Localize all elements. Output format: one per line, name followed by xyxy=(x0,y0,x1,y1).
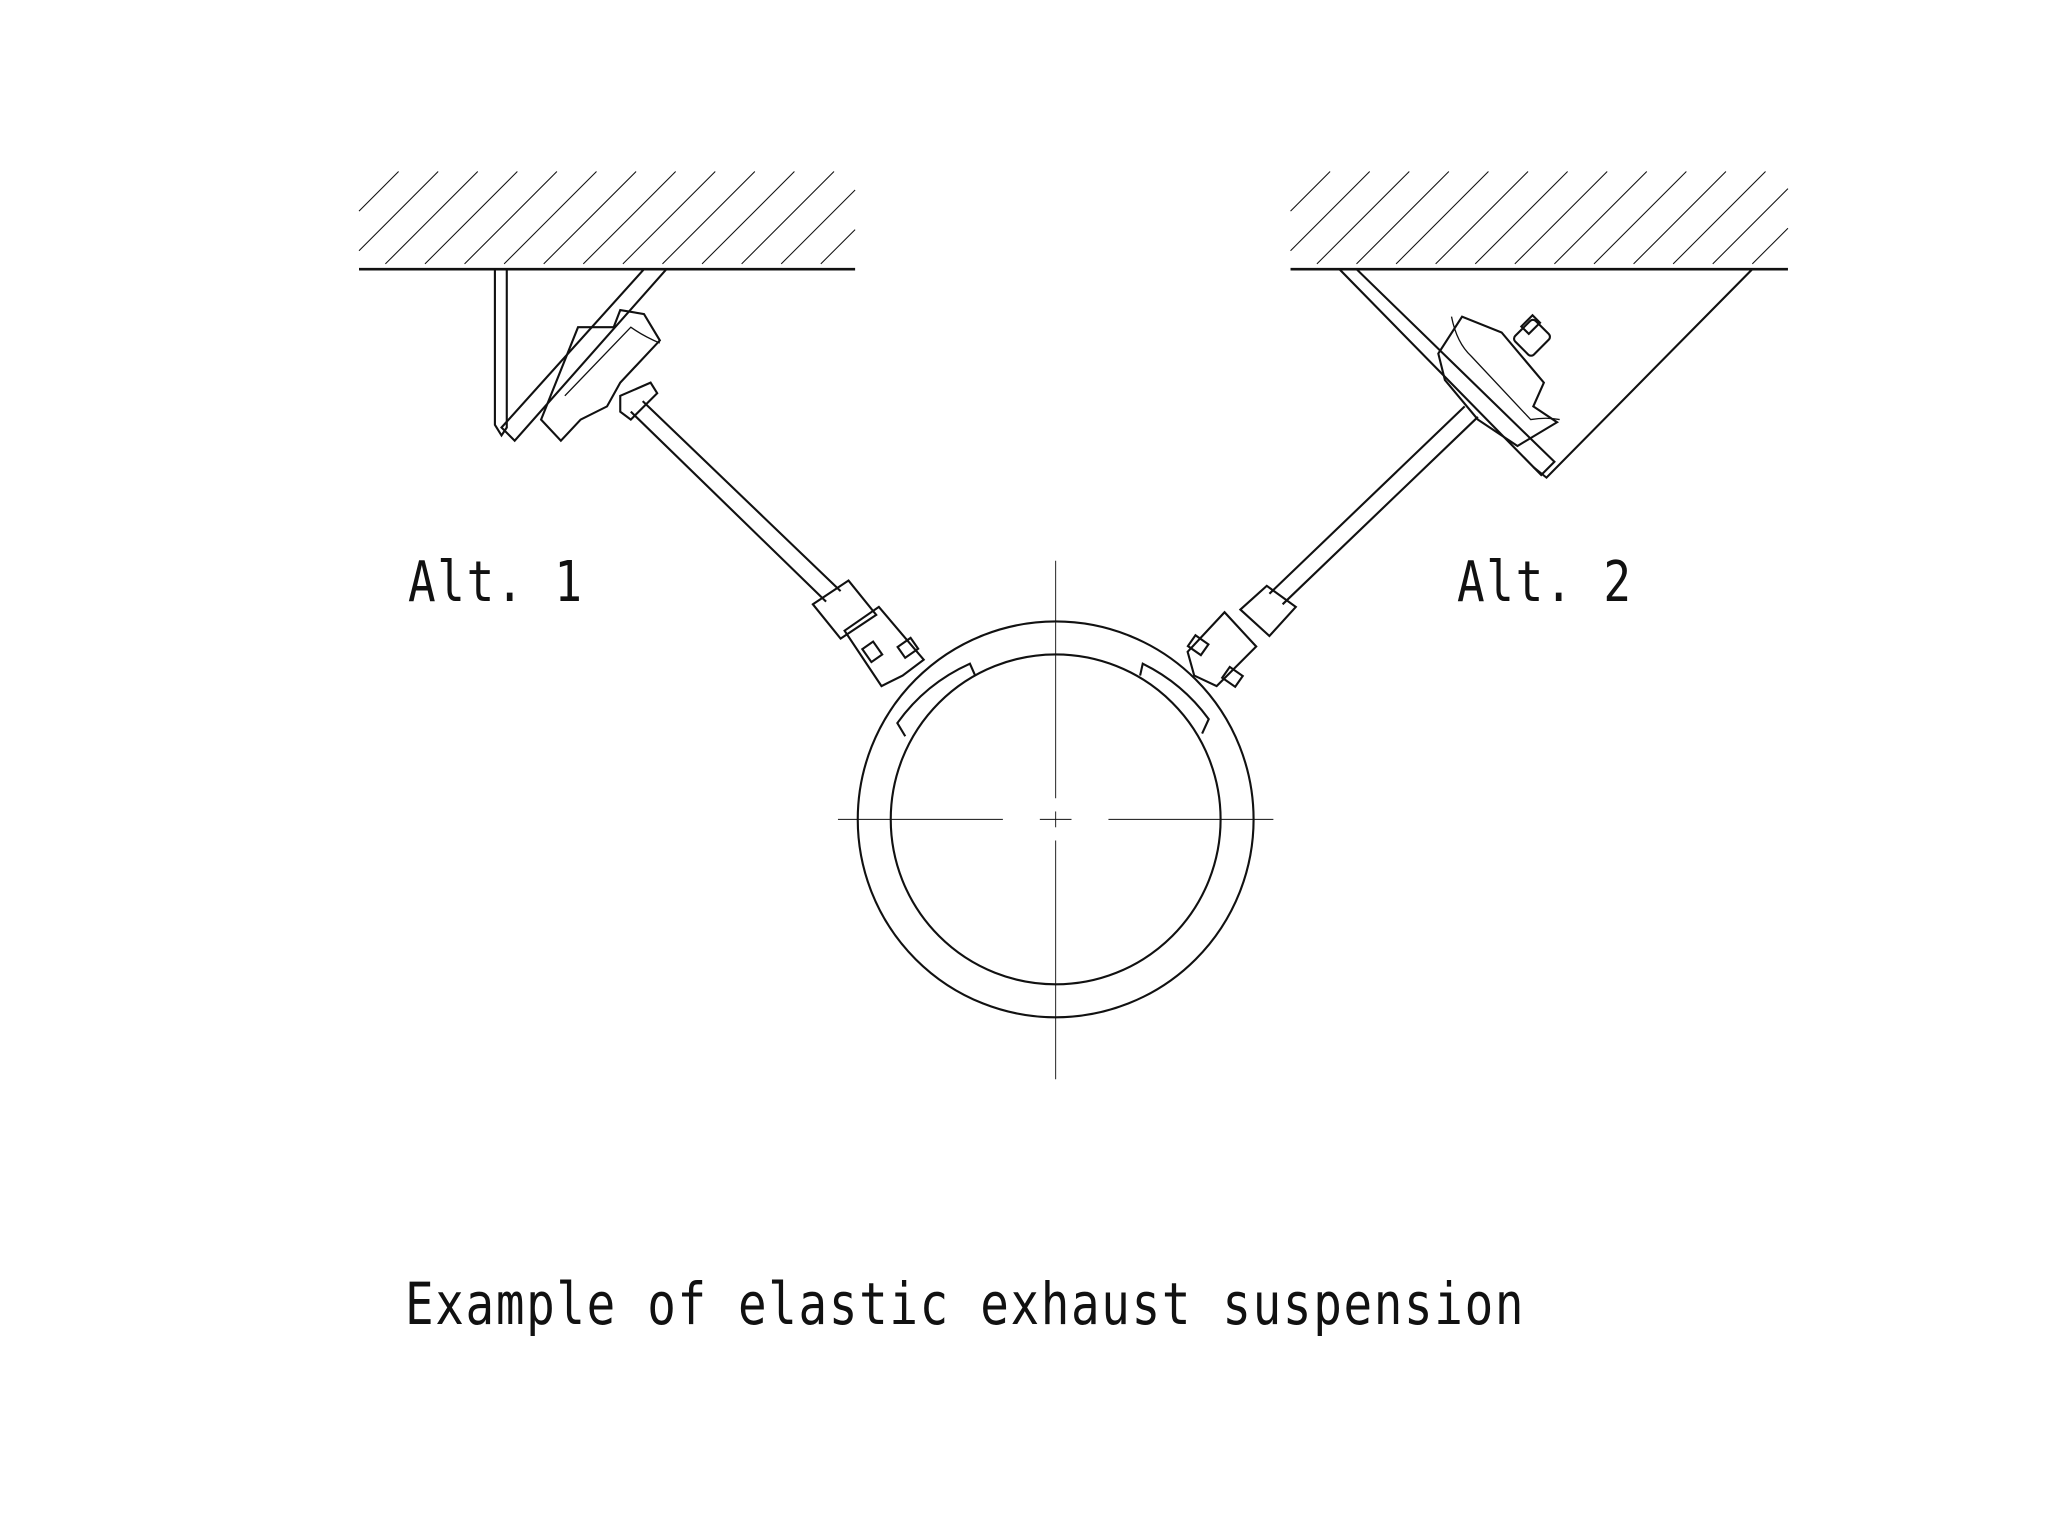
ceiling-right xyxy=(1290,171,1789,271)
hatch-line xyxy=(662,171,756,265)
caption: Example of elastic exhaust suspension xyxy=(405,1270,1526,1338)
center-lines xyxy=(837,560,1274,1080)
hatch-line xyxy=(1290,171,1371,252)
hatch-line xyxy=(424,171,518,265)
hatch-line xyxy=(1554,171,1648,265)
hatch-line xyxy=(543,171,637,265)
hatch-line xyxy=(1395,171,1489,265)
bracket-alt2 xyxy=(1336,268,1755,480)
hatch-line xyxy=(1356,171,1450,265)
hatch-line xyxy=(741,171,835,265)
hatch-line xyxy=(820,229,856,265)
ceiling-left xyxy=(358,171,856,271)
hatch-line xyxy=(1712,188,1789,265)
clamp-right xyxy=(1139,662,1210,735)
hatch-line xyxy=(358,171,439,252)
rod-alt2 xyxy=(1186,405,1479,689)
hatch-line xyxy=(464,171,558,265)
hatch-line xyxy=(1593,171,1687,265)
hatch-line xyxy=(503,171,597,265)
hatch-line xyxy=(780,189,856,265)
label-alt-2: Alt. 2 xyxy=(1457,550,1633,615)
hatch-line xyxy=(1435,171,1529,265)
bracket-alt1 xyxy=(493,268,669,443)
hatch-line xyxy=(1514,171,1608,265)
hatch-line xyxy=(582,171,677,265)
hatch-line xyxy=(1751,227,1789,265)
hatch-line xyxy=(385,171,479,265)
clamp-left xyxy=(896,662,977,737)
hatch-line xyxy=(1290,171,1331,212)
rod-alt1 xyxy=(630,400,926,688)
hatch-line xyxy=(1474,171,1568,265)
hatch-line xyxy=(358,171,399,212)
hatch-line xyxy=(1316,171,1410,265)
hatch-line xyxy=(1633,171,1727,265)
label-alt-1: Alt. 1 xyxy=(408,550,584,615)
hatch-line xyxy=(701,171,795,265)
hatch-line xyxy=(1672,171,1766,265)
hatch-line xyxy=(622,171,716,265)
